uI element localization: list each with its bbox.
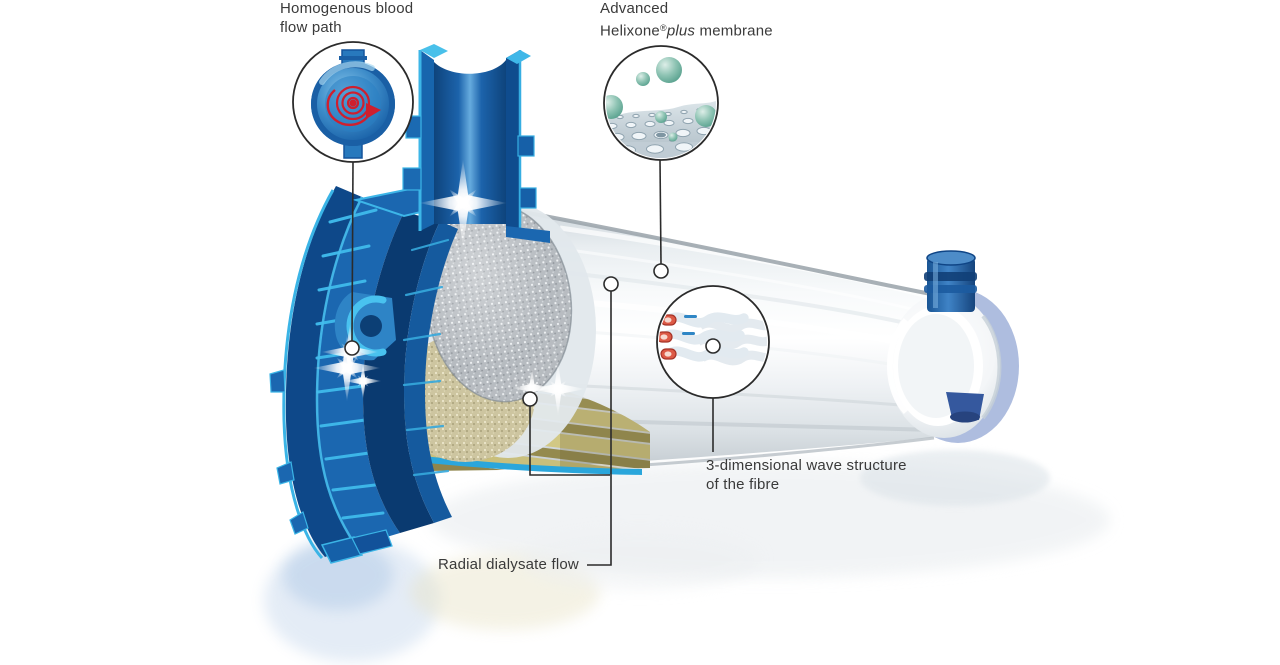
end-cap-right (886, 294, 1002, 438)
callout-membrane (603, 45, 719, 161)
registered-mark: ® (659, 22, 667, 33)
tube-bottom-rim (629, 436, 935, 468)
leader-line-blood-flow (351, 161, 354, 342)
label-membrane-line2: Helixone®plus membrane (600, 22, 773, 39)
anchor-dot-membrane (653, 263, 669, 279)
callout-blood-flow (292, 41, 414, 163)
spiral-flow-icon (311, 49, 395, 159)
dialysate-channel-strip (388, 452, 642, 475)
label-blood-flow-line1: Homogenous blood (280, 0, 414, 17)
label-wave-structure: 3-dimensional wave structure of the fibr… (706, 457, 907, 494)
anchor-dot-blood-flow (344, 340, 360, 356)
label-blood-flow: Homogenous blood flow path (280, 0, 413, 37)
blood-spiral (326, 85, 371, 127)
dialysate-port-right-top (924, 250, 977, 312)
anchor-dot-dialysate-b (603, 276, 619, 292)
fibres (659, 312, 749, 362)
label-radial-dialysate: Radial dialysate flow (438, 556, 579, 573)
fiber-bundle (395, 202, 596, 462)
leader-lines (344, 159, 714, 566)
tube-top-rim (506, 207, 937, 297)
callout-fiber-wave (656, 285, 770, 399)
cap-inner-rungs (402, 238, 450, 477)
blood-port-top (402, 44, 550, 243)
anchor-dot-dialysate-a (522, 391, 538, 407)
flow-arrowhead (366, 103, 381, 119)
label-wave-line2: of the fibre (706, 475, 780, 493)
label-wave-line1: 3-dimensional wave structure (706, 457, 907, 474)
label-membrane-line1: Advanced (600, 0, 669, 17)
leader-line-dialysate-b (587, 291, 612, 566)
leader-line-dialysate-a (529, 406, 610, 476)
dialysate-port-right-bottom (946, 392, 984, 423)
label-blood-flow-line2: flow path (280, 18, 342, 36)
leader-line-membrane (659, 159, 662, 265)
label-membrane: Advanced Helixone®plus membrane (600, 0, 773, 41)
anchor-dot-wave (705, 338, 721, 354)
floor-reflection (264, 450, 1110, 662)
